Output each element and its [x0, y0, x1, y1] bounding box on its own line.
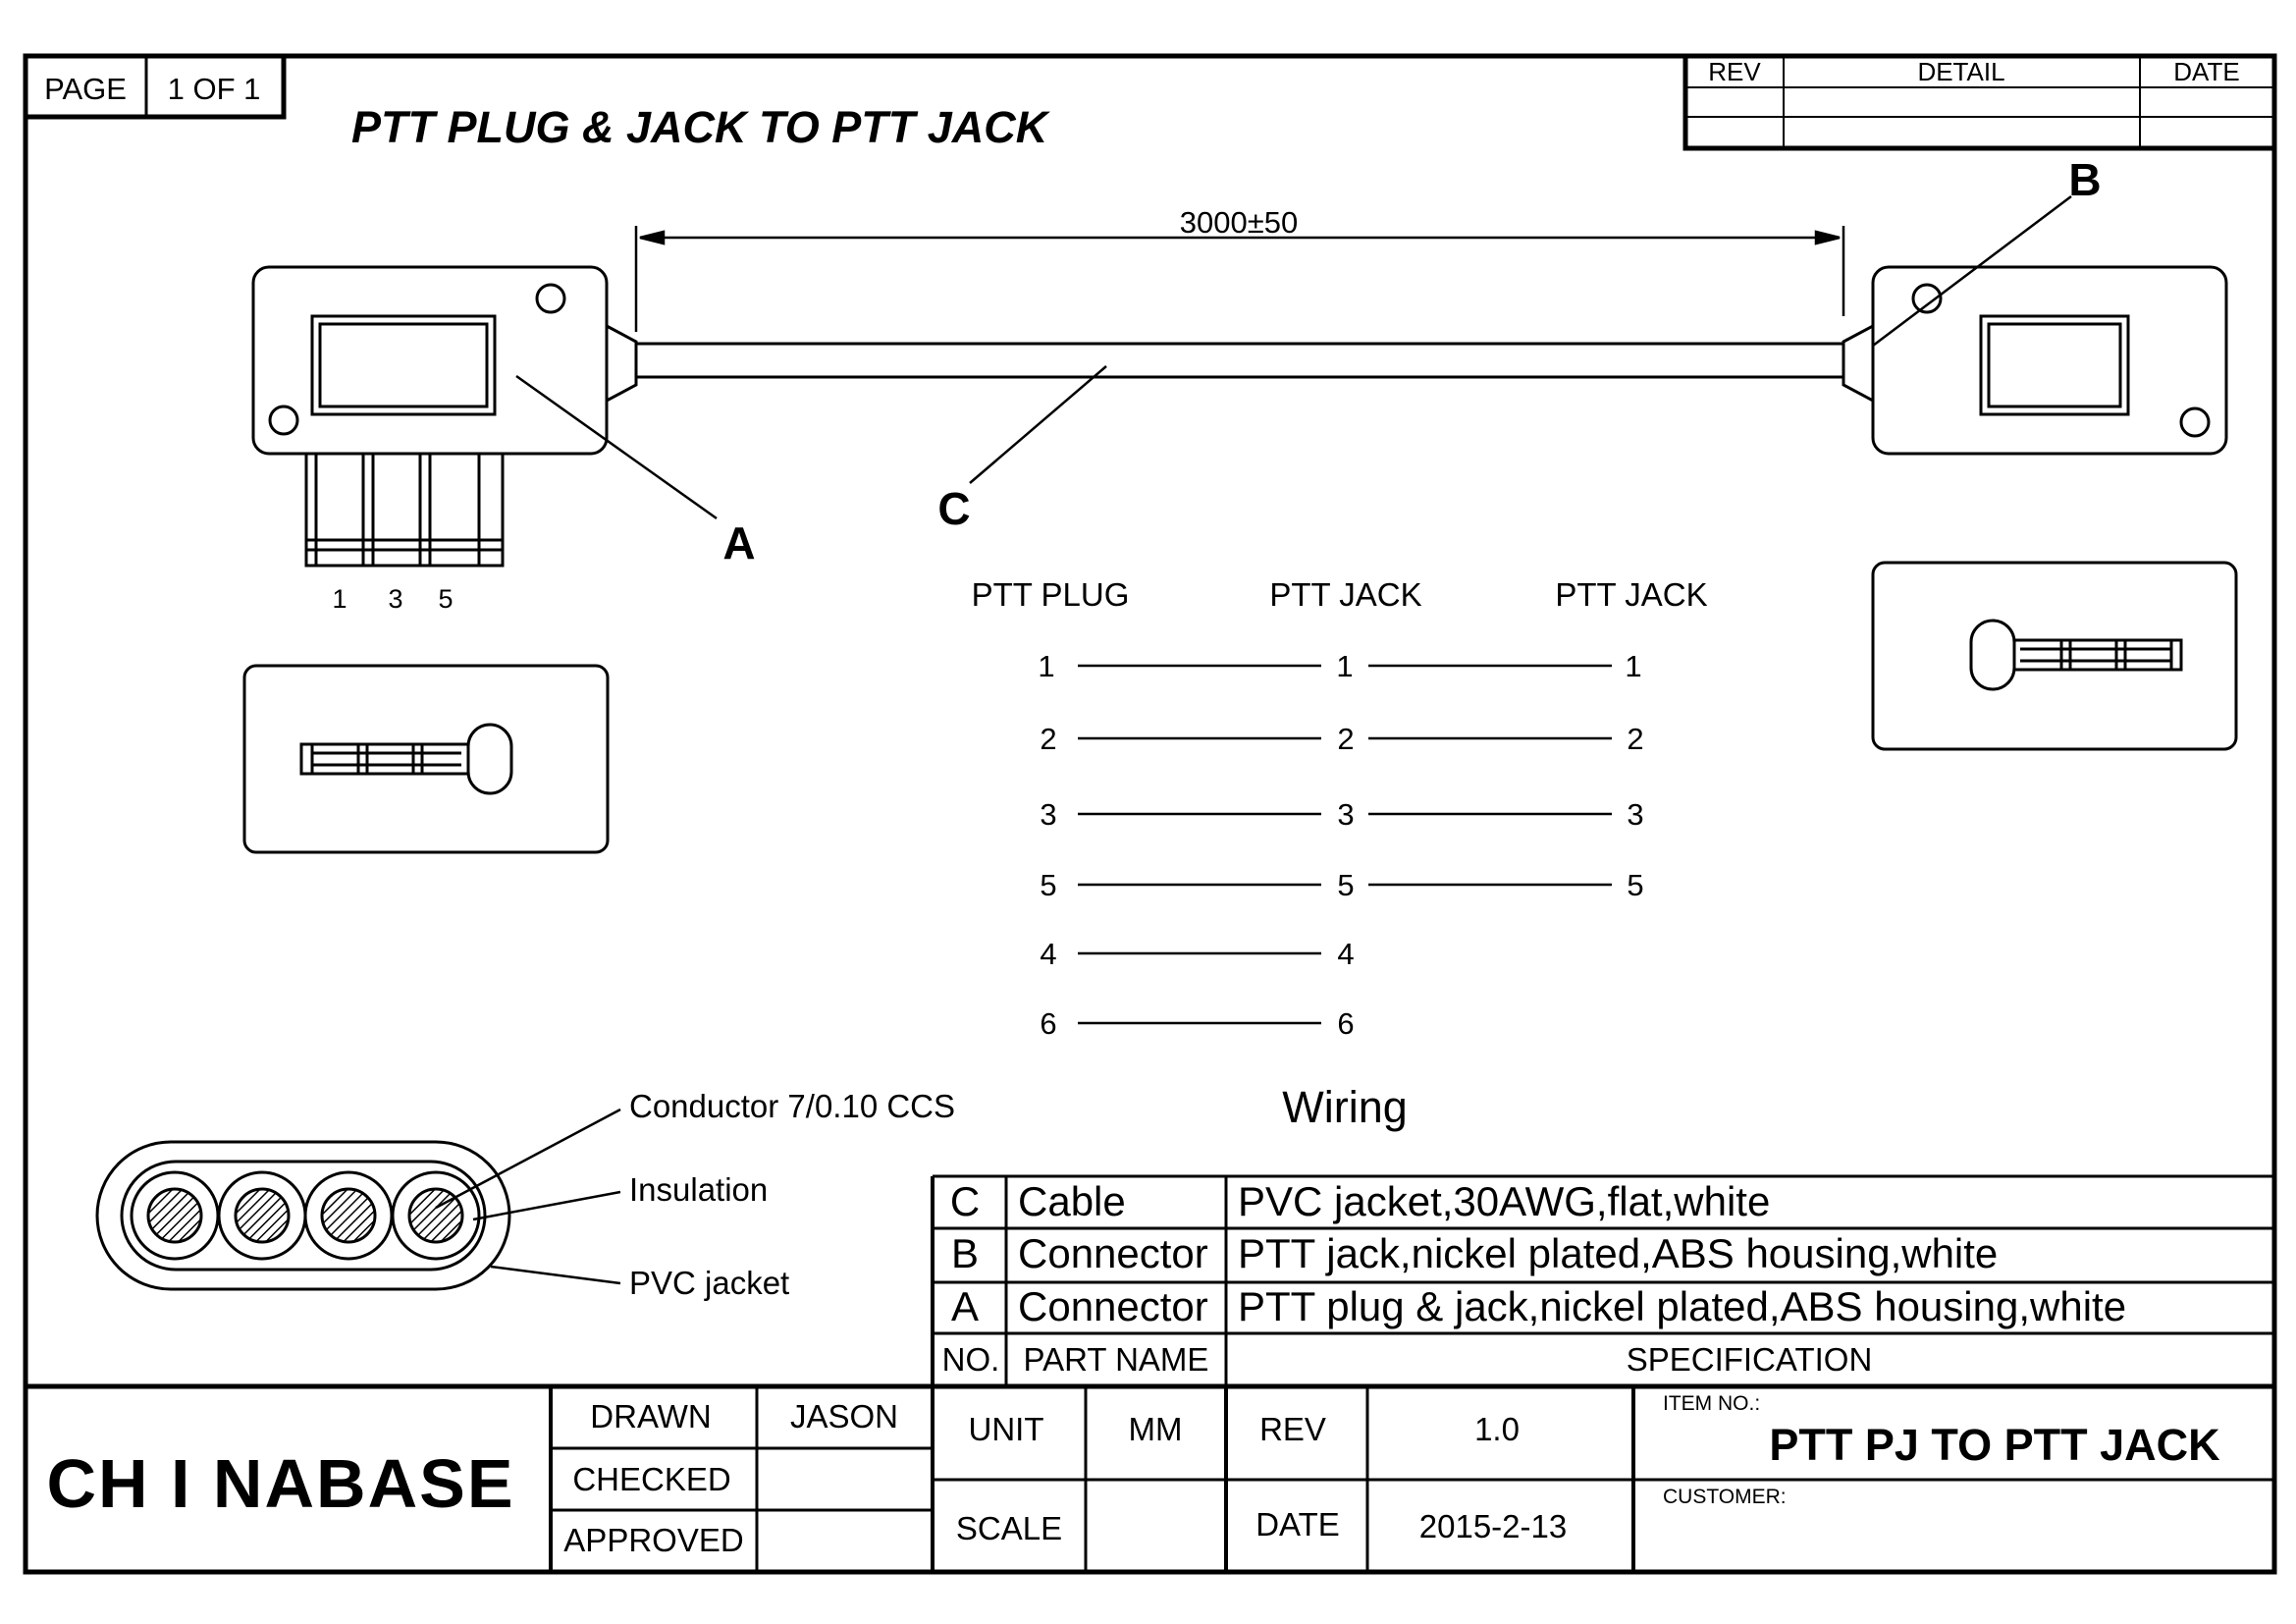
wiring-col-ptt-jack-1: PTT JACK: [1269, 576, 1421, 613]
wiring-pin: 1: [1038, 649, 1054, 683]
bom-row-b-part: Connector: [1018, 1230, 1208, 1276]
wiring-pin: 6: [1040, 1006, 1056, 1041]
wiring-pin: 2: [1337, 722, 1354, 756]
connector-b-side-view: [1871, 561, 2238, 751]
wiring-col-ptt-plug: PTT PLUG: [972, 576, 1130, 613]
connector-a-drawing: [251, 265, 638, 568]
wiring-pin: 4: [1040, 937, 1056, 971]
plug-pin-1: 1: [332, 584, 347, 614]
wiring-pin: 6: [1337, 1006, 1354, 1041]
page-label: PAGE: [44, 72, 127, 106]
wiring-table: PTT PLUG PTT JACK PTT JACK 1 1 1 2 2 2 3…: [972, 576, 1708, 1132]
drawn-value: JASON: [790, 1398, 898, 1435]
plug-pin-5: 5: [438, 584, 453, 614]
item-no-value: PTT PJ TO PTT JACK: [1769, 1420, 2220, 1470]
date-value: 2015-2-13: [1419, 1508, 1567, 1544]
wiring-pin: 3: [1627, 797, 1643, 832]
wiring-caption: Wiring: [1282, 1082, 1408, 1132]
connector-b-drawing: [1842, 265, 2228, 456]
date-label: DATE: [1255, 1506, 1340, 1543]
bom-row-b-spec: PTT jack,nickel plated,ABS housing,white: [1238, 1230, 1998, 1276]
length-dimension-text: 3000±50: [1180, 205, 1298, 240]
unit-value: MM: [1129, 1411, 1183, 1447]
wiring-pin: 5: [1337, 868, 1354, 902]
cable-drawing: [636, 342, 1843, 379]
connector-a-side-view: [242, 664, 610, 854]
bom-header-no: NO.: [942, 1341, 1000, 1378]
scale-label: SCALE: [956, 1510, 1062, 1546]
rev-label: REV: [1259, 1411, 1326, 1447]
wiring-pin: 4: [1337, 937, 1354, 971]
bom-row-a-part: Connector: [1018, 1283, 1208, 1329]
checked-label: CHECKED: [572, 1461, 730, 1497]
detail-header: DETAIL: [1917, 57, 2004, 86]
bom-header-specification: SPECIFICATION: [1627, 1341, 1873, 1378]
plug-pin-3: 3: [388, 584, 402, 614]
bom-row-a-spec: PTT plug & jack,nickel plated,ABS housin…: [1238, 1283, 2126, 1329]
bom-row-c-part: Cable: [1018, 1178, 1126, 1224]
length-dimension: [634, 226, 1845, 332]
wiring-pin: 2: [1627, 722, 1643, 756]
callout-b: B: [2068, 154, 2101, 205]
bom-row-c-spec: PVC jacket,30AWG,flat,white: [1238, 1178, 1770, 1224]
wiring-pin: 2: [1040, 722, 1056, 756]
title-block: CH I NABASE DRAWN JASON CHECKED APPROVED…: [26, 1383, 2274, 1572]
bom-table: C Cable PVC jacket,30AWG,flat,white B Co…: [931, 1174, 2274, 1386]
drawing-border: [23, 53, 2277, 1575]
bom-row-b-no: B: [951, 1230, 979, 1276]
date-header: DATE: [2173, 57, 2239, 86]
bom-row-c-no: C: [950, 1178, 980, 1224]
bom-row-a-no: A: [951, 1283, 979, 1329]
wiring-col-ptt-jack-2: PTT JACK: [1555, 576, 1707, 613]
wiring-pin: 1: [1336, 649, 1353, 683]
rev-value: 1.0: [1474, 1411, 1520, 1447]
insulation-label: Insulation: [629, 1171, 768, 1208]
wiring-pin: 5: [1627, 868, 1643, 902]
page-box: PAGE 1 OF 1: [23, 53, 287, 120]
conductor-label: Conductor 7/0.10 CCS: [629, 1088, 955, 1124]
company-logo: CH I NABASE: [46, 1445, 514, 1522]
wiring-pin: 3: [1337, 797, 1354, 832]
item-no-label: ITEM NO.:: [1663, 1392, 1760, 1415]
revision-block: REV DETAIL DATE: [1682, 53, 2277, 151]
callout-leaders: [515, 195, 2072, 520]
page-value: 1 OF 1: [168, 72, 261, 106]
approved-label: APPROVED: [563, 1522, 743, 1558]
drawing-title: PTT PLUG & JACK TO PTT JACK: [351, 102, 1051, 152]
callout-a: A: [722, 517, 755, 568]
wiring-pin: 1: [1625, 649, 1641, 683]
callout-c: C: [937, 483, 970, 534]
bom-header-part-name: PART NAME: [1024, 1341, 1209, 1378]
customer-label: CUSTOMER:: [1663, 1486, 1787, 1508]
jacket-label: PVC jacket: [629, 1265, 789, 1301]
cross-section-leaders: [435, 1108, 621, 1285]
drawn-label: DRAWN: [590, 1398, 711, 1435]
rev-header: REV: [1708, 57, 1761, 86]
cable-cross-section: [95, 1140, 511, 1291]
unit-label: UNIT: [969, 1411, 1044, 1447]
wiring-pin: 3: [1040, 797, 1056, 832]
wiring-pin: 5: [1040, 868, 1056, 902]
